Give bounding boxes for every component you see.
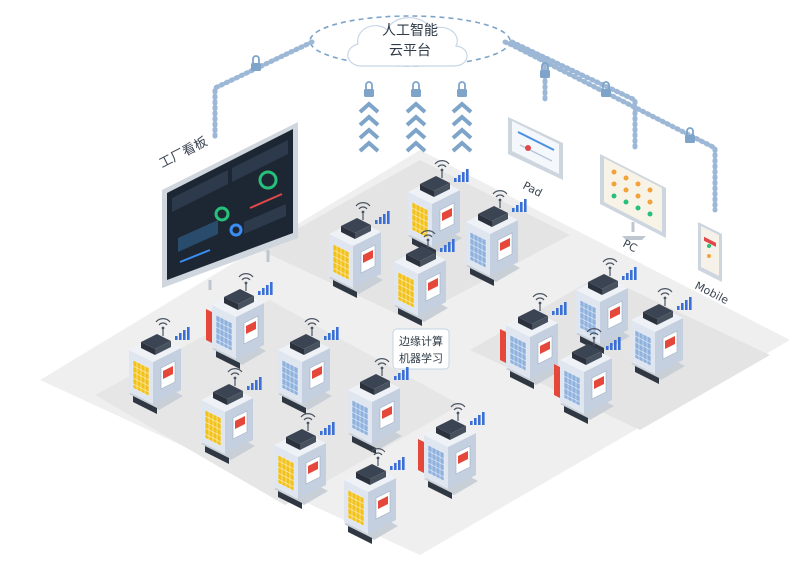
cloud-title-line2: 云平台 (389, 43, 431, 59)
signal-icon (552, 302, 567, 315)
dashboard-widgets (172, 140, 288, 263)
cnc-machine (206, 273, 273, 369)
machines-layer (129, 160, 692, 544)
signal-icon (454, 169, 469, 182)
signal-icon (375, 211, 390, 224)
wifi-icon (155, 318, 171, 336)
signal-icon (512, 199, 527, 212)
signal-icon (390, 457, 405, 470)
cnc-machine (129, 318, 190, 414)
cloud-shape (347, 17, 468, 67)
cnc-machine (408, 160, 469, 256)
edge-line1: 边缘计算 (399, 334, 443, 348)
wifi-icon (238, 273, 254, 291)
cnc-machine (576, 258, 637, 354)
link-to-dashboard (212, 39, 315, 143)
edge-computing-box: 边缘计算 机器学习 (392, 328, 450, 370)
factory-dashboard: 工厂看板 (157, 122, 298, 290)
lock-icon (540, 62, 550, 78)
link-locks (251, 55, 695, 143)
pad-device: Pad (508, 117, 563, 200)
signal-icon (606, 337, 621, 350)
wifi-icon (657, 288, 673, 306)
link-to-mobile (507, 41, 718, 213)
wifi-icon (586, 328, 602, 346)
lock-icon (251, 55, 261, 71)
wifi-icon (227, 368, 243, 386)
wifi-icon (300, 413, 316, 431)
pc-label: PC (621, 237, 640, 255)
lock-icon (411, 81, 421, 97)
wifi-icon (532, 293, 548, 311)
wifi-icon (492, 190, 508, 208)
signal-icon (324, 327, 339, 340)
wifi-icon (370, 448, 386, 466)
link-to-pc (509, 39, 638, 153)
cnc-machine (394, 230, 455, 326)
wifi-icon (304, 318, 320, 336)
cnc-machine (344, 448, 405, 544)
signal-icon (320, 422, 335, 435)
lock-icon (601, 81, 611, 97)
edge-line2: 机器学习 (399, 351, 443, 365)
dashboard-label: 工厂看板 (157, 134, 211, 172)
cnc-machine (201, 368, 262, 464)
cloud-links (212, 39, 718, 213)
uplink-arrows (358, 81, 473, 153)
cnc-machine (418, 403, 485, 499)
cnc-machine (274, 413, 335, 509)
cloud-title-line1: 人工智能 (382, 23, 438, 39)
wifi-icon (355, 202, 371, 220)
lock-icon (685, 127, 695, 143)
uplink-arrow-column (358, 81, 380, 153)
floor-zone-front-left (95, 300, 460, 505)
cnc-machine (348, 358, 409, 454)
wifi-icon (374, 358, 390, 376)
pad-label: Pad (521, 179, 545, 200)
cnc-machine (554, 328, 621, 424)
signal-icon (247, 377, 262, 390)
cnc-machine (278, 318, 339, 414)
signal-icon (440, 239, 455, 252)
signal-icon (175, 327, 190, 340)
signal-icon (470, 412, 485, 425)
lock-icon (457, 81, 467, 97)
pc-device: PC (600, 154, 666, 255)
signal-icon (622, 267, 637, 280)
floor-zone-right (470, 275, 770, 430)
signal-icon (394, 367, 409, 380)
wifi-icon (602, 258, 618, 276)
cloud-platform: 人工智能 云平台 (309, 15, 511, 67)
wifi-icon (450, 403, 466, 421)
signal-icon (677, 297, 692, 310)
cnc-machine (466, 190, 527, 286)
cnc-machine (500, 293, 567, 389)
cnc-machine (631, 288, 692, 384)
mobile-device: Mobile (693, 222, 731, 307)
wifi-icon (434, 160, 450, 178)
signal-icon (258, 282, 273, 295)
wifi-icon (420, 230, 436, 248)
cnc-machine (329, 202, 390, 298)
uplink-arrow-column (405, 81, 427, 153)
uplink-arrow-column (451, 81, 473, 153)
lock-icon (364, 81, 374, 97)
